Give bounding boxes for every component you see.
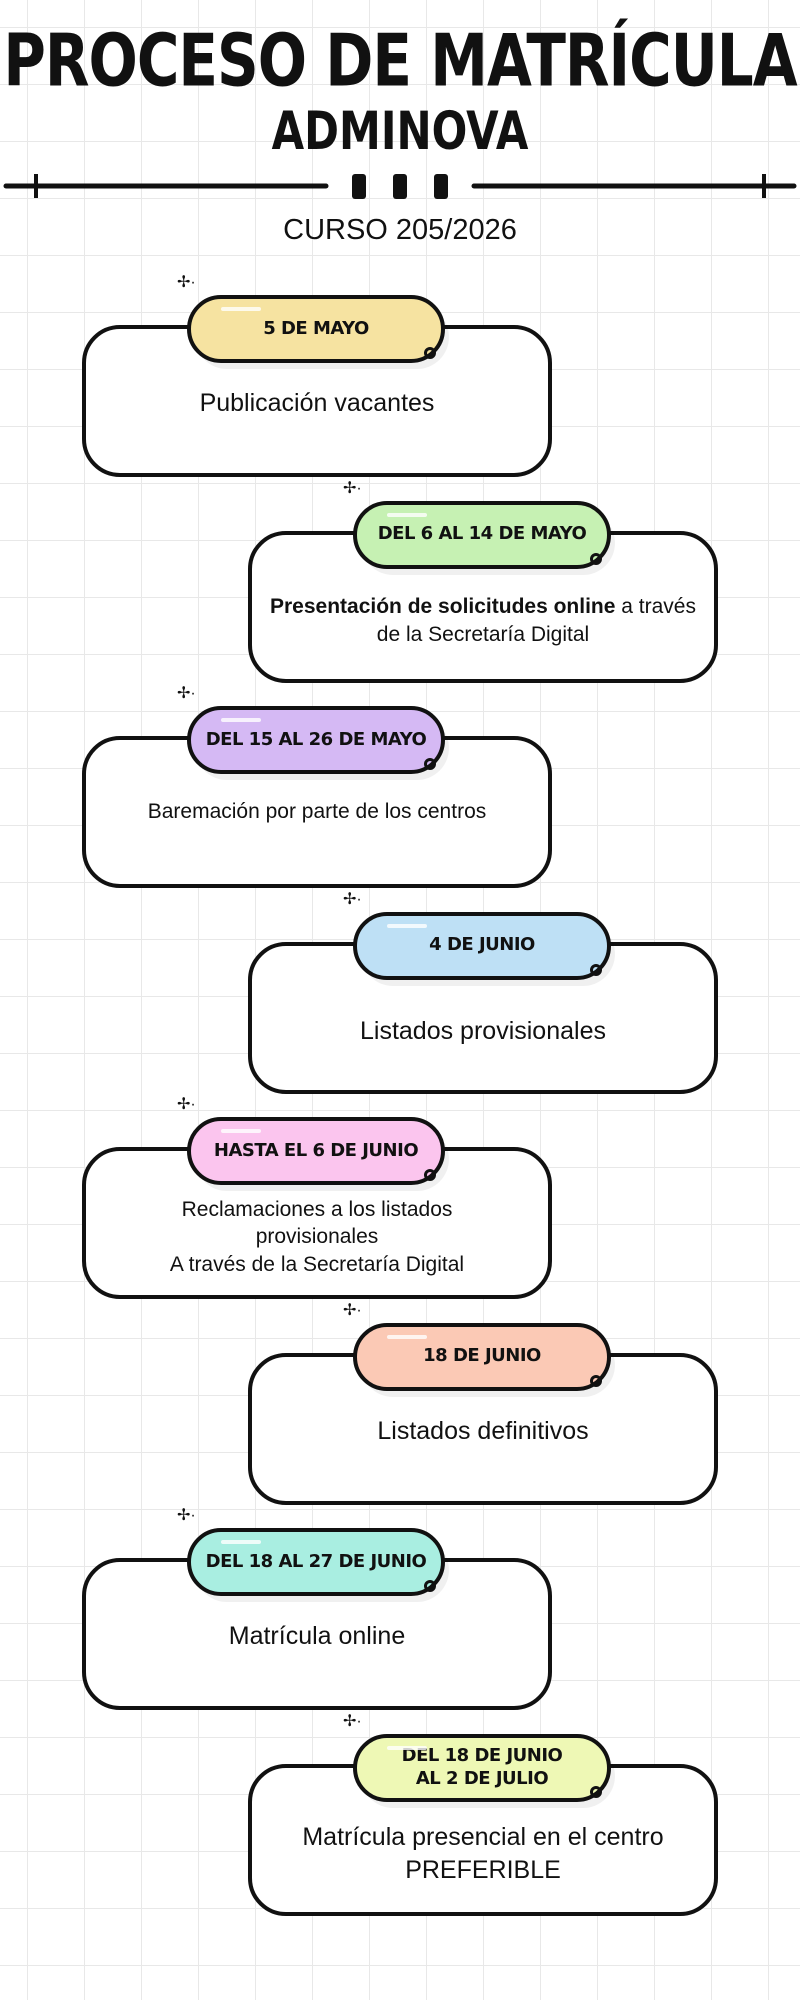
step-date: 18 DE JUNIO: [423, 1345, 541, 1367]
sparkle-icon: ✢·: [177, 1096, 196, 1113]
badge-shine: [221, 307, 261, 311]
step-date: DEL 6 AL 14 DE MAYO: [377, 523, 587, 545]
step-card: Listados provisionales: [248, 941, 718, 1094]
sparkle-icon: ✢·: [177, 1507, 196, 1524]
step-card: Baremación por parte de los centros: [82, 736, 552, 888]
step-description-rest: a través de la Secretaría Digital: [376, 595, 696, 646]
step-date: 4 DE JUNIO: [429, 934, 535, 956]
step-description: PREFERIBLE: [405, 1855, 561, 1884]
badge-shine: [221, 1129, 261, 1133]
step-date-badge: 4 DE JUNIO: [353, 911, 611, 980]
bubble-dots-icon: [424, 347, 436, 359]
bubble-dots-icon: [424, 758, 436, 770]
step-date: DEL 15 AL 26 DE MAYO: [205, 728, 427, 750]
sparkle-icon: ✢·: [177, 274, 196, 291]
step-date-badge: 18 DE JUNIO: [353, 1322, 611, 1391]
step-date-badge: 5 DE MAYO: [187, 295, 445, 363]
step-date-badge: DEL 6 AL 14 DE MAYO: [353, 500, 611, 569]
step-date: DEL 18 AL 27 DE JUNIO: [205, 1550, 427, 1572]
page-subtitle: ADMINOVA: [271, 100, 529, 162]
bubble-dots-icon: [424, 1580, 436, 1592]
step-description: Publicación vacantes: [199, 389, 435, 417]
step-description-bold: Presentación de solicitudes online: [270, 595, 616, 619]
step-description: Reclamaciones a los listados: [181, 1198, 453, 1222]
bubble-dots-icon: [590, 552, 602, 565]
step-date-badge: HASTA EL 6 DE JUNIO: [187, 1117, 445, 1185]
step-date: DEL 18 DE JUNIO AL 2 DE JULIO: [401, 1745, 563, 1789]
step-date-badge: DEL 18 AL 27 DE JUNIO: [187, 1528, 445, 1596]
step-description: Listados definitivos: [377, 1416, 589, 1445]
badge-shine: [387, 1745, 427, 1750]
sparkle-icon: ✢·: [343, 1712, 362, 1730]
badge-shine: [221, 1540, 261, 1544]
step-description: provisionales: [255, 1225, 379, 1249]
sparkle-icon: ✢·: [343, 1301, 362, 1319]
step-date-badge: DEL 15 AL 26 DE MAYO: [187, 706, 445, 774]
step-description: Baremación por parte de los centros: [147, 800, 487, 823]
badge-shine: [387, 512, 427, 517]
badge-shine: [387, 1334, 427, 1339]
step-date-badge: DEL 18 DE JUNIO AL 2 DE JULIO: [353, 1733, 611, 1802]
badge-shine: [221, 718, 261, 722]
course-label: CURSO 205/2026: [283, 214, 517, 246]
bubble-dots-icon: [424, 1169, 436, 1181]
page-title: PROCESO DE MATRÍCULA: [3, 18, 797, 103]
badge-shine: [387, 923, 427, 928]
divider: [3, 174, 797, 199]
step-description: Presentación de solicitudes online a tra…: [270, 593, 696, 648]
bubble-dots-icon: [590, 1785, 602, 1798]
step-description: A través de la Secretaría Digital: [169, 1252, 465, 1276]
step-card: Matrícula online: [82, 1558, 552, 1710]
step-description: Matrícula online: [228, 1622, 406, 1650]
sparkle-icon: ✢·: [343, 890, 362, 908]
step-date: HASTA EL 6 DE JUNIO: [213, 1139, 419, 1161]
step-date: 5 DE MAYO: [263, 317, 369, 339]
bubble-dots-icon: [590, 1374, 602, 1387]
bubble-dots-icon: [590, 963, 602, 976]
step-description: Matrícula presencial en el centro: [302, 1823, 664, 1851]
step-description: Listados provisionales: [360, 1017, 606, 1046]
sparkle-icon: ✢·: [177, 685, 196, 702]
sparkle-icon: ✢·: [343, 479, 362, 497]
